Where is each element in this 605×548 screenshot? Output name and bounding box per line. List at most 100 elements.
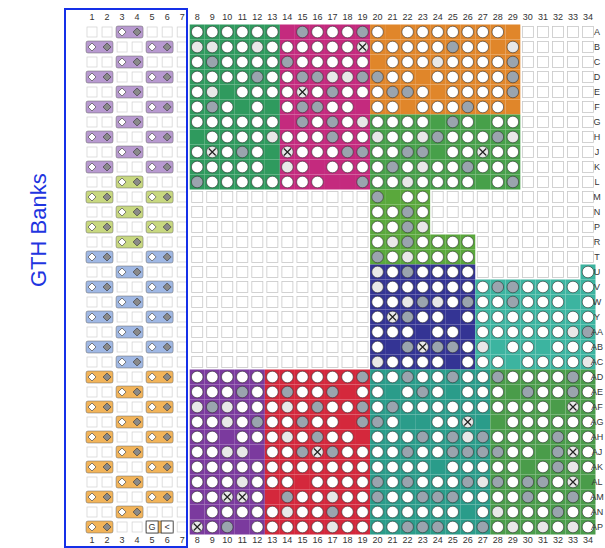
ball-pin <box>387 461 399 473</box>
bank-cell <box>520 355 535 370</box>
no-connect-mark <box>479 149 486 156</box>
ball-pin <box>507 446 519 458</box>
no-connect-mark <box>464 419 471 426</box>
bank-cell <box>505 85 520 100</box>
ball-pin <box>507 296 519 308</box>
bank-cell <box>250 40 265 55</box>
bank-cell <box>370 475 385 490</box>
empty-site <box>552 102 563 113</box>
bank-cell <box>205 55 220 70</box>
ball-pin <box>522 521 534 533</box>
diff-pair-icon <box>116 386 143 398</box>
empty-site <box>192 207 203 218</box>
bank-cell <box>535 460 550 475</box>
bank-cell <box>445 370 460 385</box>
bank-cell <box>415 100 430 115</box>
ball-pin <box>552 386 564 398</box>
empty-site <box>297 282 308 293</box>
empty-site <box>252 297 263 308</box>
pin-symbol <box>103 253 111 261</box>
bank-cell <box>400 250 415 265</box>
bank-cell <box>190 490 205 505</box>
ball-pin <box>402 161 414 173</box>
pin-symbol <box>133 478 141 486</box>
empty-site <box>312 252 323 263</box>
empty-site <box>147 57 157 67</box>
bank-cell <box>370 370 385 385</box>
ball-pin <box>537 356 549 368</box>
bank-cell <box>220 160 235 175</box>
ball-pin <box>372 296 384 308</box>
empty-site <box>522 222 533 233</box>
bank-cell <box>280 385 295 400</box>
empty-site <box>117 402 127 412</box>
empty-site <box>132 252 142 262</box>
ball-pin <box>282 401 294 413</box>
pin-symbol <box>118 298 126 306</box>
ball-pin <box>447 326 459 338</box>
bank-cell <box>430 460 445 475</box>
ball-pin <box>387 326 399 338</box>
empty-site <box>222 357 233 368</box>
pin-symbol <box>118 238 126 246</box>
empty-site <box>357 207 368 218</box>
bank-cell <box>430 100 445 115</box>
bank-cell <box>445 130 460 145</box>
bank-cell <box>475 400 490 415</box>
pin-symbol <box>133 178 141 186</box>
empty-site <box>222 267 233 278</box>
empty-site <box>237 342 248 353</box>
bank-cell <box>310 370 325 385</box>
bank-cell <box>400 205 415 220</box>
ball-pin <box>402 176 414 188</box>
ball-pin <box>312 461 324 473</box>
bank-cell <box>355 475 370 490</box>
bank-cell <box>445 160 460 175</box>
ball-pin <box>372 446 384 458</box>
bank-cell <box>385 190 400 205</box>
empty-site <box>132 522 142 532</box>
empty-site <box>522 42 533 53</box>
ball-pin <box>492 26 504 38</box>
bank-cell <box>340 445 355 460</box>
empty-site <box>102 177 112 187</box>
ball-pin <box>567 521 579 533</box>
bank-cell <box>550 415 565 430</box>
empty-site <box>102 477 112 487</box>
empty-site <box>537 42 548 53</box>
ball-pin <box>417 221 429 233</box>
empty-site <box>342 207 353 218</box>
ball-pin <box>267 401 279 413</box>
ball-pin <box>477 86 489 98</box>
ball-pin <box>327 146 339 158</box>
pin-symbol <box>103 373 111 381</box>
ball-pin <box>522 491 534 503</box>
empty-site <box>327 252 338 263</box>
ball-pin <box>267 56 279 68</box>
ball-pin <box>522 311 534 323</box>
ball-pin <box>372 371 384 383</box>
empty-site <box>267 342 278 353</box>
empty-site <box>357 357 368 368</box>
empty-site <box>522 267 533 278</box>
bank-cell <box>250 370 265 385</box>
ball-pin <box>462 521 474 533</box>
ball-pin <box>327 506 339 518</box>
bank-cell <box>250 415 265 430</box>
ball-pin <box>297 371 309 383</box>
ball-pin <box>252 431 264 443</box>
row-letter: W <box>586 297 605 308</box>
bank-cell <box>415 460 430 475</box>
empty-site <box>177 87 187 97</box>
bank-cell <box>520 475 535 490</box>
bank-cell <box>310 40 325 55</box>
ball-pin <box>387 146 399 158</box>
ball-pin <box>492 161 504 173</box>
bank-cell <box>385 115 400 130</box>
empty-site <box>522 87 533 98</box>
bank-cell <box>535 490 550 505</box>
ball-pin <box>402 356 414 368</box>
empty-site <box>297 207 308 218</box>
bank-cell <box>220 40 235 55</box>
bank-cell <box>415 370 430 385</box>
